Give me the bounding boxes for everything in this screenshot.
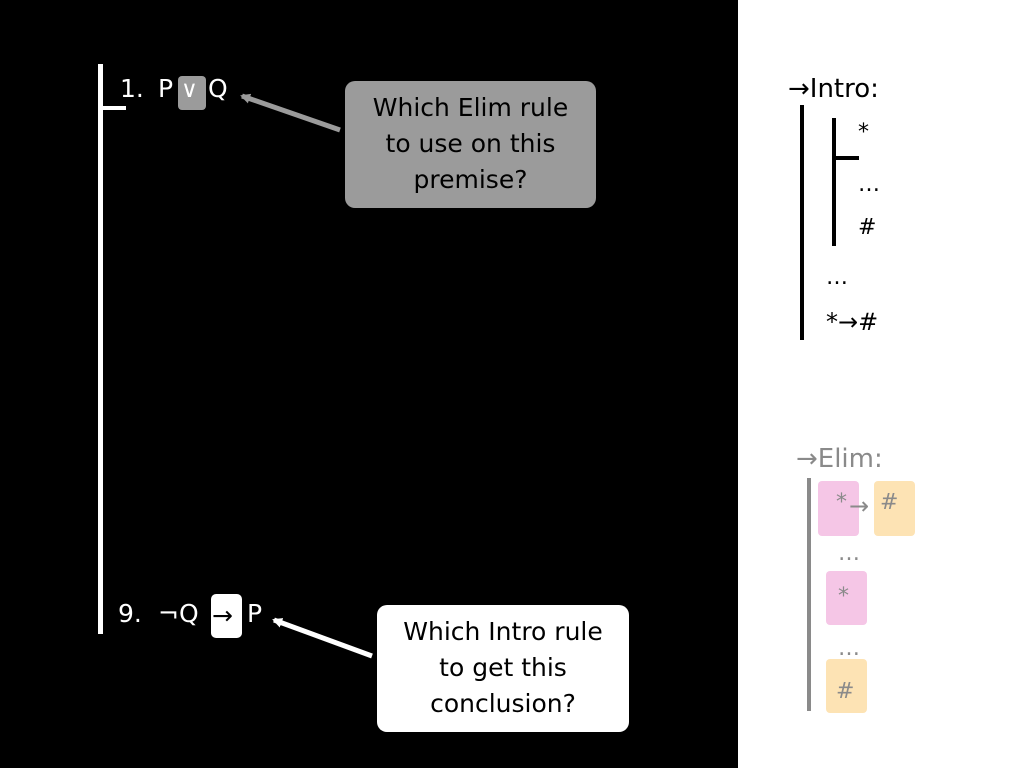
line-9-left: ¬Q <box>158 599 199 628</box>
intro-outer-scope-line <box>800 105 804 340</box>
elim-rule-title: →Elim: <box>796 444 883 474</box>
callout-arrows <box>240 93 373 659</box>
intro-inner-scope-line <box>832 118 836 246</box>
intro-inner-dots: … <box>858 172 880 197</box>
elim-cond-b-highlight <box>874 481 915 536</box>
or-operator-highlight <box>178 76 206 110</box>
or-operator: ∨ <box>181 77 198 103</box>
intro-conclusion: *→# <box>826 308 879 336</box>
elim-cond-a: * <box>836 490 847 515</box>
elim-dots-2: … <box>838 636 860 661</box>
elim-premise: * <box>838 584 849 609</box>
intro-callout-line-1: Which Intro rule <box>403 617 603 646</box>
proof-scope-line <box>98 64 103 634</box>
intro-result: # <box>858 215 877 240</box>
elim-cond-a-highlight <box>818 481 859 536</box>
premise-divider <box>98 106 126 110</box>
elim-cond-arrow: → <box>849 492 870 520</box>
line-1-left: P <box>158 74 174 103</box>
line-1-number: 1. <box>120 74 144 103</box>
intro-callout: Which Intro rule to get this conclusion? <box>377 605 629 732</box>
arrow-operator: → <box>212 601 233 630</box>
elim-dots-1: … <box>838 541 860 566</box>
elim-callout-line-3: premise? <box>413 165 528 194</box>
elim-arrow <box>240 93 341 133</box>
line-9-number: 9. <box>118 599 142 628</box>
intro-callout-line-2: to get this <box>439 653 567 682</box>
intro-rule-title: →Intro: <box>788 74 879 104</box>
intro-assumption: * <box>858 120 869 145</box>
elim-callout: Which Elim rule to use on this premise? <box>345 81 596 208</box>
intro-callout-line-3: conclusion? <box>430 689 576 718</box>
elim-cond-b: # <box>880 490 899 515</box>
elim-conclusion: # <box>836 679 855 704</box>
intro-arrow <box>272 617 373 659</box>
elim-conclusion-highlight <box>826 659 867 713</box>
elim-premise-highlight <box>826 571 867 625</box>
intro-assumption-divider <box>832 156 859 160</box>
line-9-right: P <box>247 599 263 628</box>
arrow-operator-highlight <box>211 594 242 638</box>
intro-outer-dots: … <box>826 265 848 290</box>
line-1-right: Q <box>208 74 228 103</box>
elim-callout-line-1: Which Elim rule <box>372 93 569 122</box>
elim-callout-line-2: to use on this <box>385 129 556 158</box>
rules-panel <box>738 0 1024 768</box>
elim-scope-line <box>807 478 811 711</box>
